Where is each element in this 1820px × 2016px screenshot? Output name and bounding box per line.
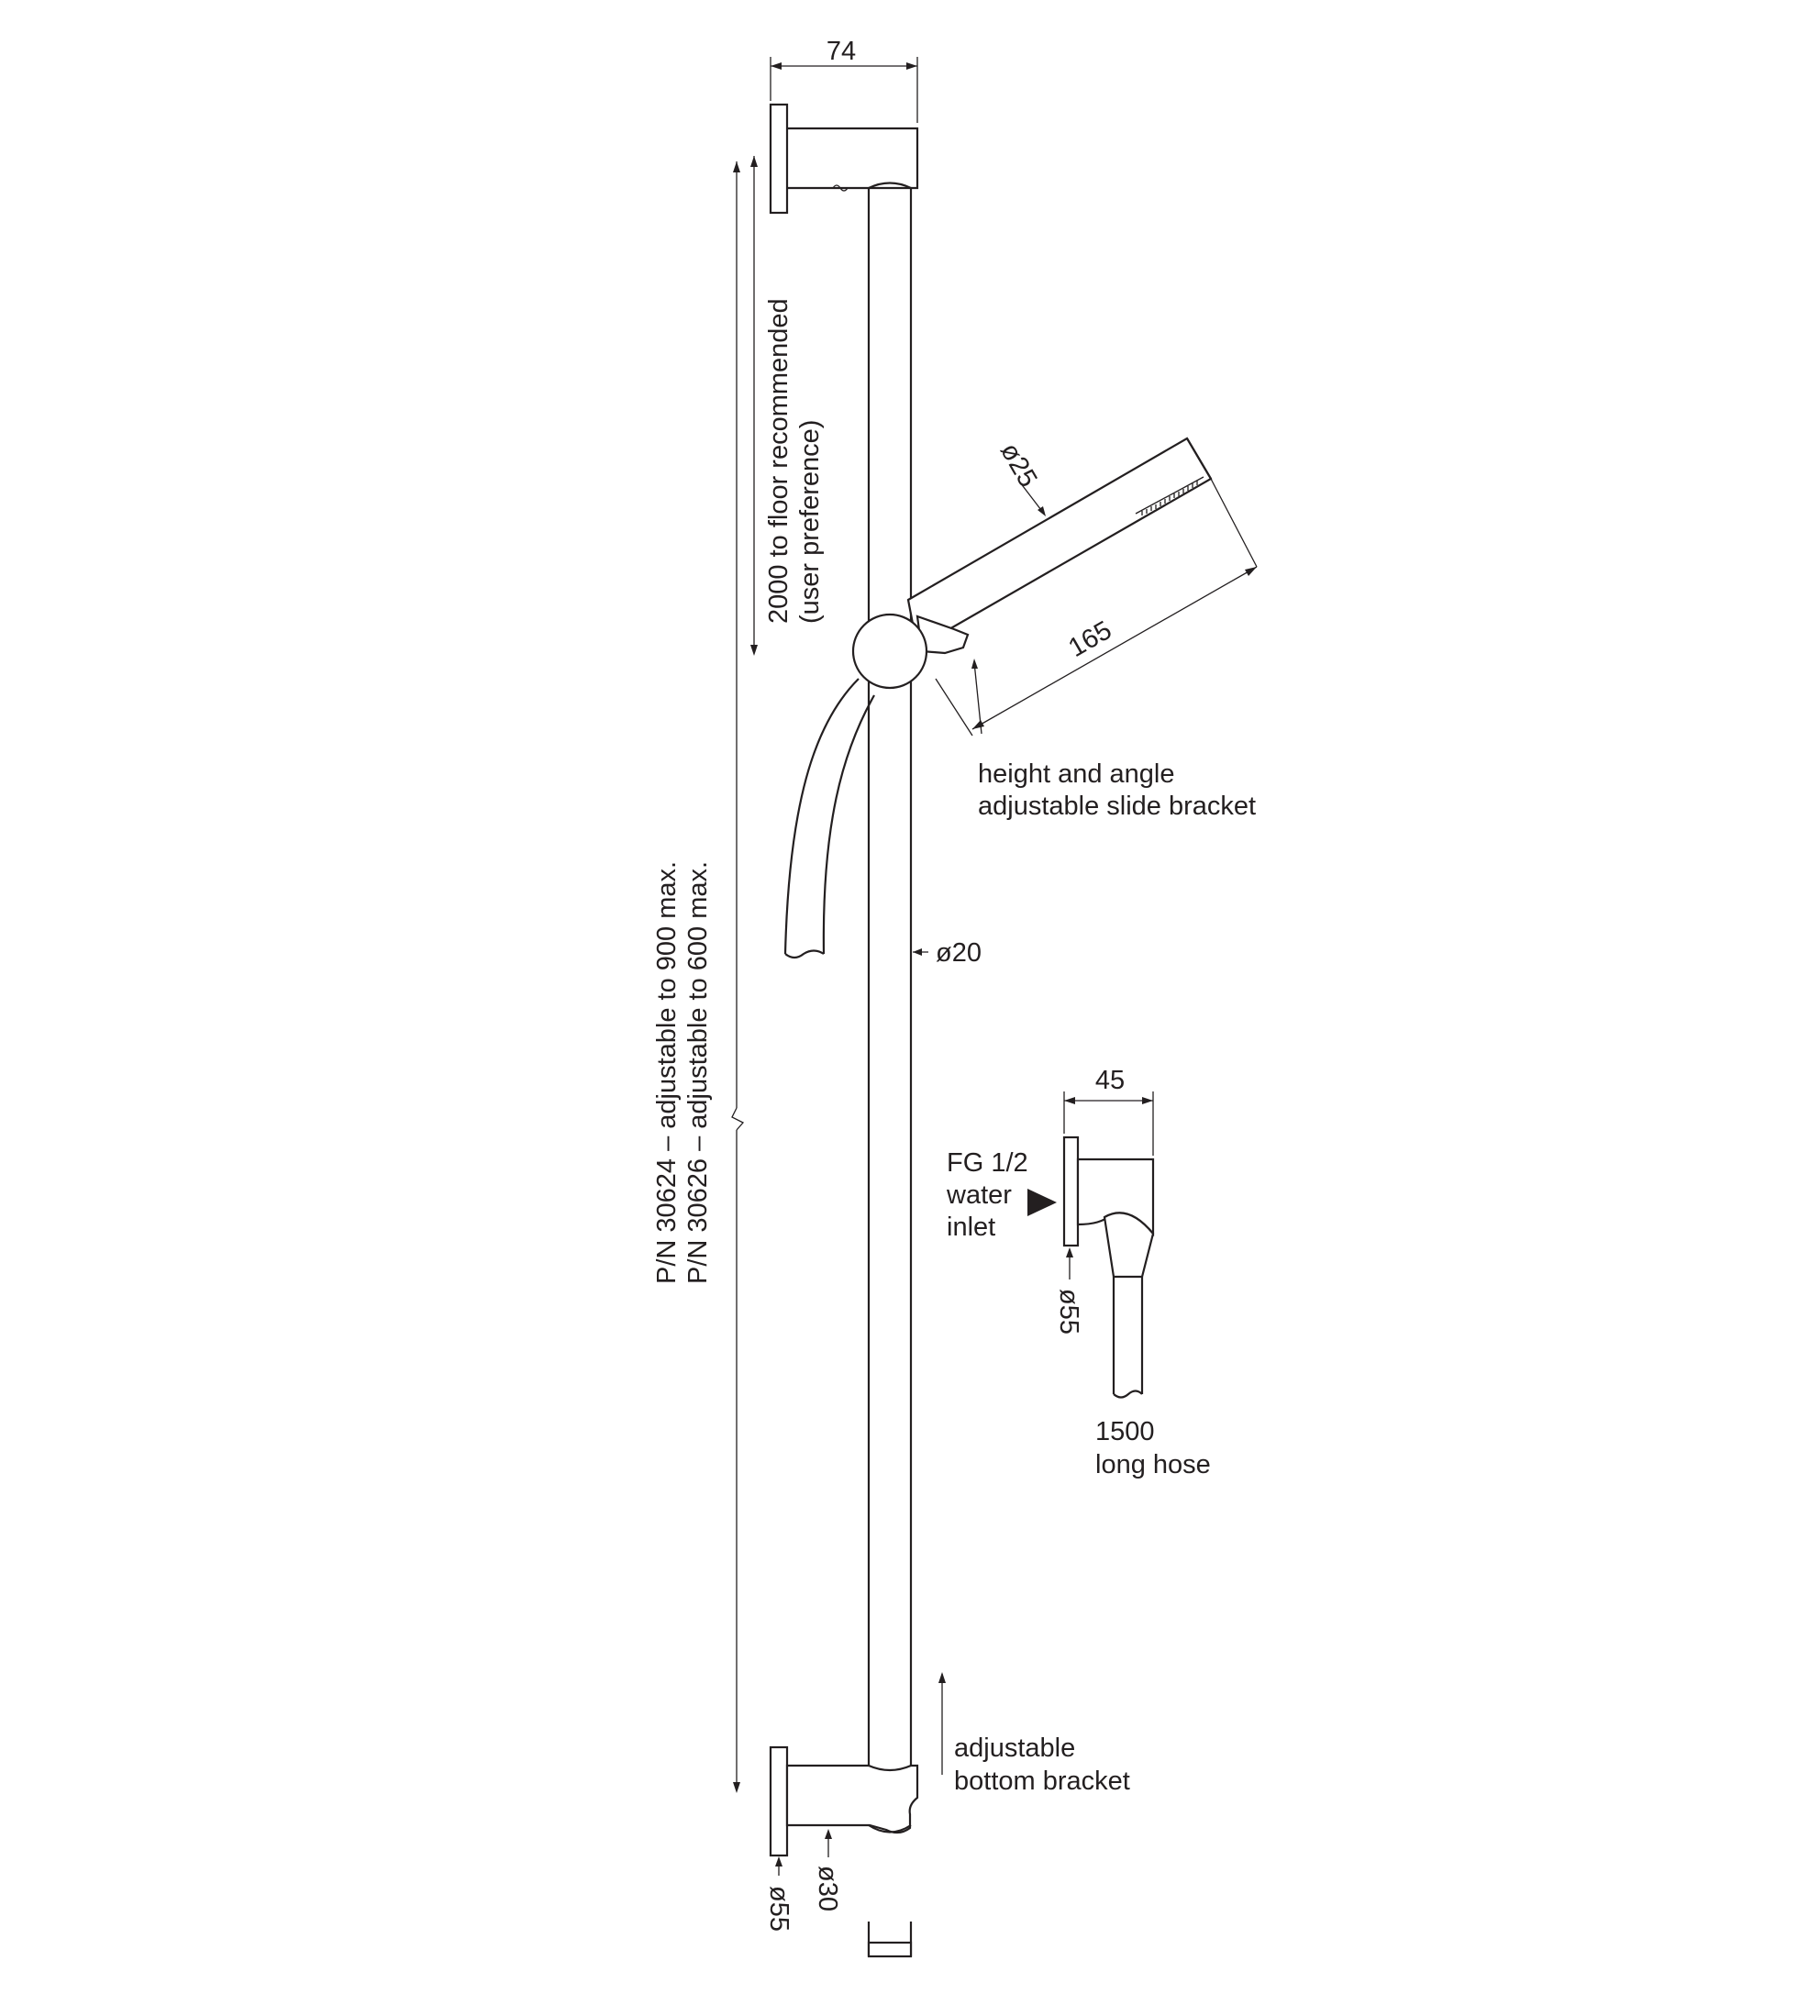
bottom-bracket-label-line1: adjustable	[954, 1734, 1075, 1763]
dim-165-label: 165	[1064, 615, 1117, 663]
top-wall-bracket	[769, 103, 919, 215]
bottom-bracket-label-line2: bottom bracket	[954, 1767, 1130, 1796]
water-inlet-label-line1: FG 1/2	[947, 1148, 1028, 1178]
slide-bracket-leader	[973, 661, 982, 735]
dim-30-label: ø30	[813, 1866, 842, 1911]
wall-elbow	[1062, 1135, 1155, 1399]
spray-nozzles	[1141, 481, 1198, 515]
slide-bracket-label-line2: adjustable slide bracket	[978, 792, 1256, 821]
dim-55-bottom-label: ø55	[764, 1886, 793, 1932]
dim-25-label: ø25	[994, 438, 1043, 493]
dim-55-elbow-label: ø55	[1054, 1289, 1083, 1335]
dim-45	[1063, 1091, 1154, 1156]
dim-rail-length	[731, 161, 745, 1793]
shower-rail	[867, 182, 913, 1958]
water-inlet-label-line2: water	[946, 1180, 1012, 1210]
hose-label-line2: long hose	[1095, 1450, 1211, 1479]
floor-height-label-line1: 2000 to floor recommended	[764, 298, 793, 624]
dim-45-label: 45	[1095, 1066, 1125, 1095]
bottom-wall-bracket	[769, 1745, 919, 1857]
shower-hose	[783, 678, 875, 959]
hose-label-line1: 1500	[1095, 1417, 1155, 1446]
part-number-30624-label: P/N 30624 – adjustable to 900 max.	[652, 861, 682, 1284]
dim-74	[770, 57, 918, 123]
floor-height-label-line2: (user preference)	[795, 420, 825, 624]
water-inlet-label-line3: inlet	[947, 1213, 995, 1242]
water-inlet-arrow	[1027, 1189, 1057, 1216]
dim-2000-to-floor	[750, 156, 758, 656]
part-number-30626-label: P/N 30626 – adjustable to 600 max.	[683, 861, 713, 1284]
dim-74-label: 74	[827, 37, 856, 66]
handshower	[906, 437, 1213, 649]
slide-bracket	[851, 613, 970, 690]
dim-20-label: ø20	[936, 938, 982, 968]
slide-bracket-label-line1: height and angle	[978, 759, 1174, 789]
